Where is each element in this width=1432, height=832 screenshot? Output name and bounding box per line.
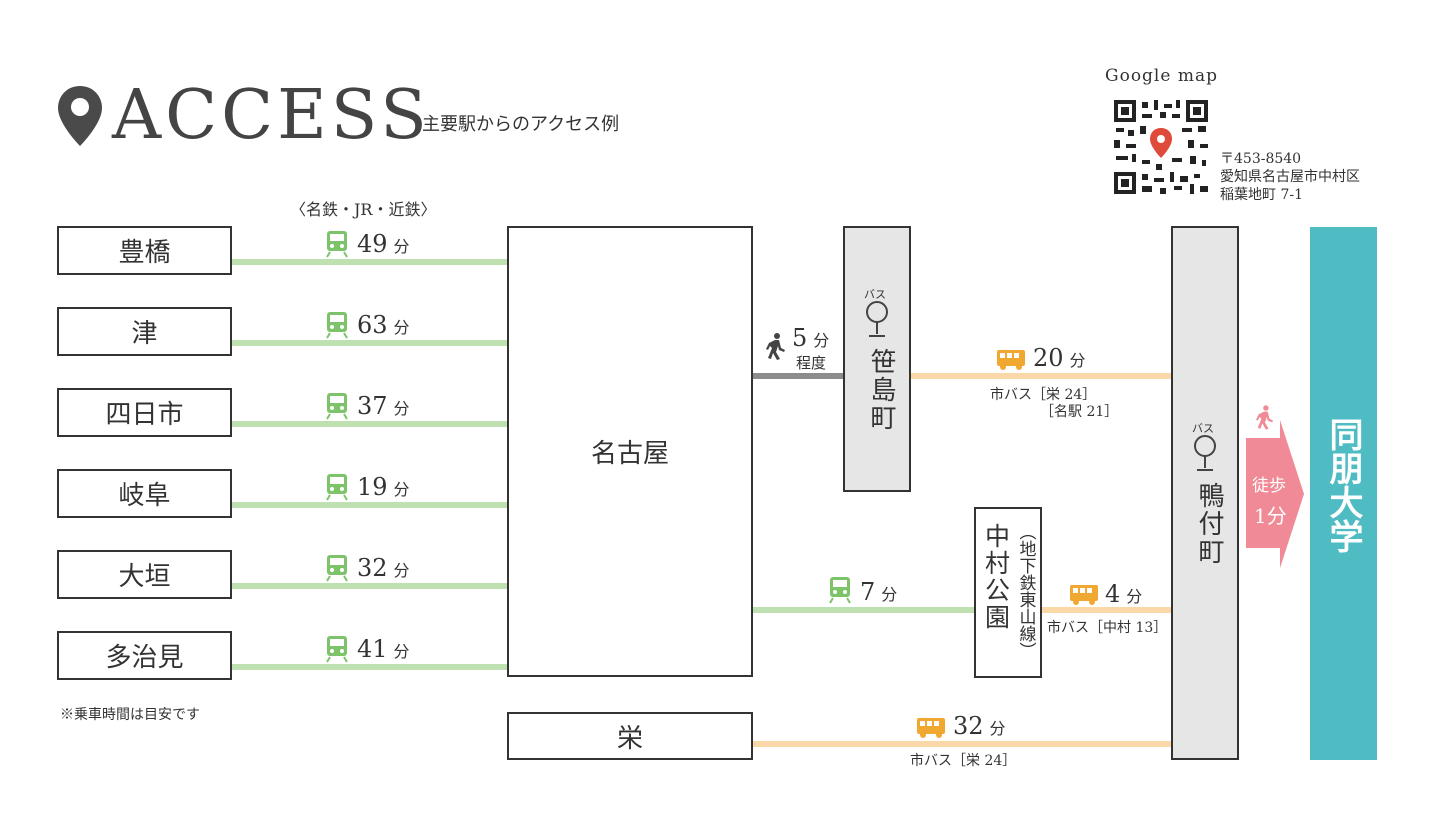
origin-station-label: 多治見 [105, 643, 184, 673]
bus-stop-sasashima: バス 笹島町 [843, 226, 911, 492]
train-line [232, 421, 507, 427]
walk-line-sasashima [753, 373, 844, 379]
bus-stop-kamotsuke: バス 鴨付町 [1171, 226, 1239, 760]
hub-station-nagoya: 名古屋 [507, 226, 753, 677]
train-icon [326, 230, 348, 262]
train-icon [326, 554, 348, 586]
bus-stop-icon [865, 300, 889, 344]
bus-label: バス [864, 288, 886, 301]
train-icon [326, 392, 348, 424]
bus-stop-name: 笹島町 [866, 348, 896, 432]
train-line [232, 664, 507, 670]
subway-line-nakamura [753, 607, 975, 613]
station-nakamura-name: 中村公園 [981, 523, 1011, 631]
qr-label: Google map [1105, 66, 1218, 86]
train-icon [829, 576, 851, 608]
destination-name: 同朋大学 [1323, 417, 1363, 553]
origin-station: 津 [57, 307, 232, 356]
station-sakae-label: 栄 [616, 723, 643, 754]
station-sakae: 栄 [507, 712, 753, 760]
train-line [232, 340, 507, 346]
origin-station: 岐阜 [57, 469, 232, 518]
train-line [232, 502, 507, 508]
walk-minutes: 1分 [1254, 504, 1287, 528]
bus-stop-name: 鴨付町 [1194, 482, 1224, 566]
origin-station: 四日市 [57, 388, 232, 437]
qr-code[interactable] [1112, 98, 1210, 196]
origin-station: 大垣 [57, 550, 232, 599]
origin-station: 豊橋 [57, 226, 232, 275]
bus-icon [917, 718, 945, 742]
address-line2: 稲葉地町 7-1 [1220, 187, 1303, 203]
bus-route-sasashima-2: ［名駅 21］ [1040, 404, 1119, 420]
train-line [232, 259, 507, 265]
page-title: ACCESS [112, 76, 431, 155]
train-icon [326, 311, 348, 343]
train-icon [326, 473, 348, 505]
train-icon [326, 635, 348, 667]
bus-route-sakae: 市バス［栄 24］ [910, 753, 1017, 769]
walk-label: 徒歩 [1252, 476, 1286, 496]
bus-route-sasashima-1: 市バス［栄 24］ [990, 387, 1097, 403]
origin-station-label: 津 [131, 319, 158, 349]
origin-station-label: 豊橋 [118, 238, 171, 268]
bus-route-nakamura: 市バス［中村 13］ [1047, 620, 1168, 636]
postal-code: 〒453-8540 [1220, 151, 1302, 167]
train-line [232, 583, 507, 589]
location-pin-icon [56, 84, 104, 148]
walk-icon [1256, 404, 1274, 434]
bus-line-nakamura [1042, 607, 1171, 613]
station-nakamura-line: （地下鉄東山線） [1015, 523, 1036, 659]
bus-line-sasashima [911, 373, 1171, 379]
hub-station-label: 名古屋 [590, 439, 669, 469]
bus-icon [997, 350, 1025, 374]
origin-station: 多治見 [57, 631, 232, 680]
origin-station-label: 大垣 [118, 562, 171, 592]
lines-note: 〈名鉄・JR・近鉄〉 [290, 200, 437, 219]
address-line1: 愛知県名古屋市中村区 [1220, 169, 1360, 185]
bus-stop-icon [1193, 434, 1217, 478]
walk-icon [766, 332, 786, 364]
origin-station-label: 四日市 [105, 400, 184, 430]
station-nakamura-koen: 中村公園 （地下鉄東山線） [974, 507, 1042, 678]
footnote: ※乗車時間は目安です [60, 707, 200, 723]
bus-icon [1070, 585, 1098, 609]
walk-arrow [1246, 420, 1304, 572]
bus-label: バス [1192, 422, 1214, 435]
page-subtitle: 主要駅からのアクセス例 [422, 114, 620, 135]
walk-time-note: 程度 [796, 354, 827, 372]
bus-line-sakae [753, 741, 1171, 747]
destination-doho-university: 同朋大学 [1310, 227, 1377, 760]
origin-station-label: 岐阜 [118, 481, 171, 511]
